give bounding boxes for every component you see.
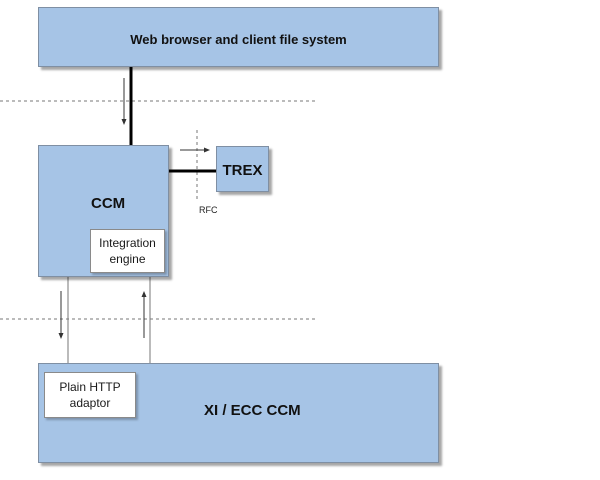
integration-engine-label: Integration engine [99,236,156,266]
web-browser-box: Web browser and client file system [38,7,439,67]
xi-ecc-ccm-box: XI / ECC CCM Plain HTTP adaptor [38,363,439,463]
ccm-label: CCM [91,195,126,212]
arrow-up-right-head [141,291,147,297]
ccm-box: CCM Integration engine [38,145,169,277]
arrow-down-browser-head [121,119,127,125]
rfc-label: RFC [199,205,218,215]
arrow-down-left-head [58,333,64,339]
plain-http-adaptor-box: Plain HTTP adaptor [44,372,136,418]
web-browser-label: Web browser and client file system [130,32,347,47]
arrow-right-rfc-head [204,147,210,153]
integration-engine-box: Integration engine [90,229,165,273]
trex-label: TREX [222,162,263,179]
plain-http-adaptor-label: Plain HTTP adaptor [59,380,121,410]
xi-ecc-ccm-label: XI / ECC CCM [204,402,301,419]
trex-box: TREX [216,146,269,192]
